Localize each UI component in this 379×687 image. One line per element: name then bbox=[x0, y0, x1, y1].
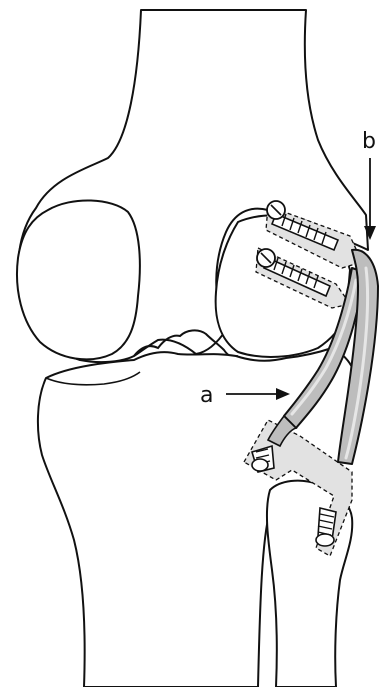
label-a: a bbox=[200, 383, 213, 408]
fibular-screw bbox=[316, 508, 336, 546]
arrow-b bbox=[364, 158, 376, 240]
label-b: b bbox=[362, 129, 376, 154]
patella-outline bbox=[17, 200, 140, 359]
